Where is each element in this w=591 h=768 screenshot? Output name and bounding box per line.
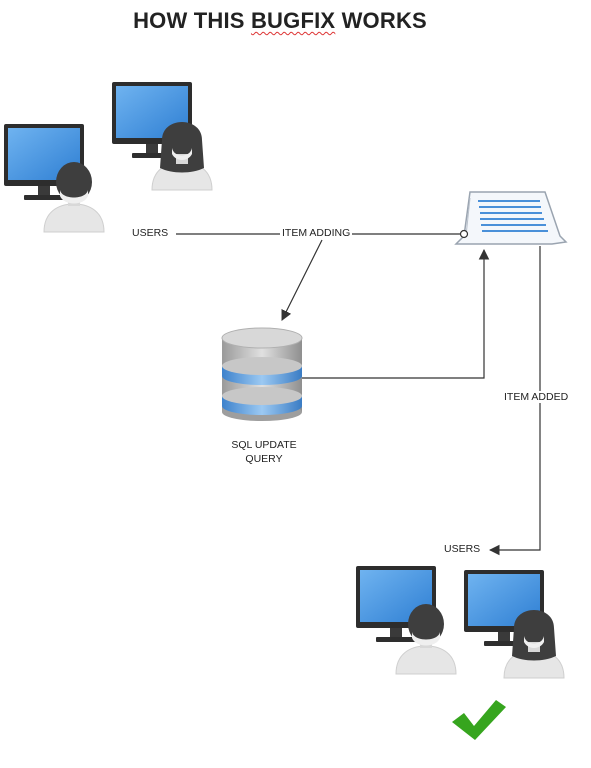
sql-label-line1: SQL UPDATE [231, 439, 297, 451]
users-top-label: USERS [130, 227, 171, 239]
title-suffix: WORKS [335, 8, 427, 33]
item-added-label: ITEM ADDED [502, 391, 571, 403]
sql-update-label: SQL UPDATE QUERY [219, 438, 309, 466]
users-bottom-group [355, 565, 565, 679]
user-workstation-icon [3, 123, 105, 233]
document-list-icon [454, 191, 568, 245]
user-workstation-icon [111, 81, 213, 191]
page-title: HOW THIS BUGFIX WORKS [0, 8, 560, 34]
user-workstation-icon [463, 569, 565, 679]
sql-label-line2: QUERY [245, 453, 283, 465]
database-icon [221, 327, 303, 421]
checkmark-icon [452, 700, 506, 740]
title-prefix: HOW THIS [133, 8, 251, 33]
user-workstation-icon [355, 565, 457, 675]
title-highlight: BUGFIX [250, 8, 336, 33]
item-adding-label: ITEM ADDING [280, 227, 353, 239]
users-bottom-label: USERS [442, 543, 483, 555]
users-top-group [3, 81, 213, 233]
